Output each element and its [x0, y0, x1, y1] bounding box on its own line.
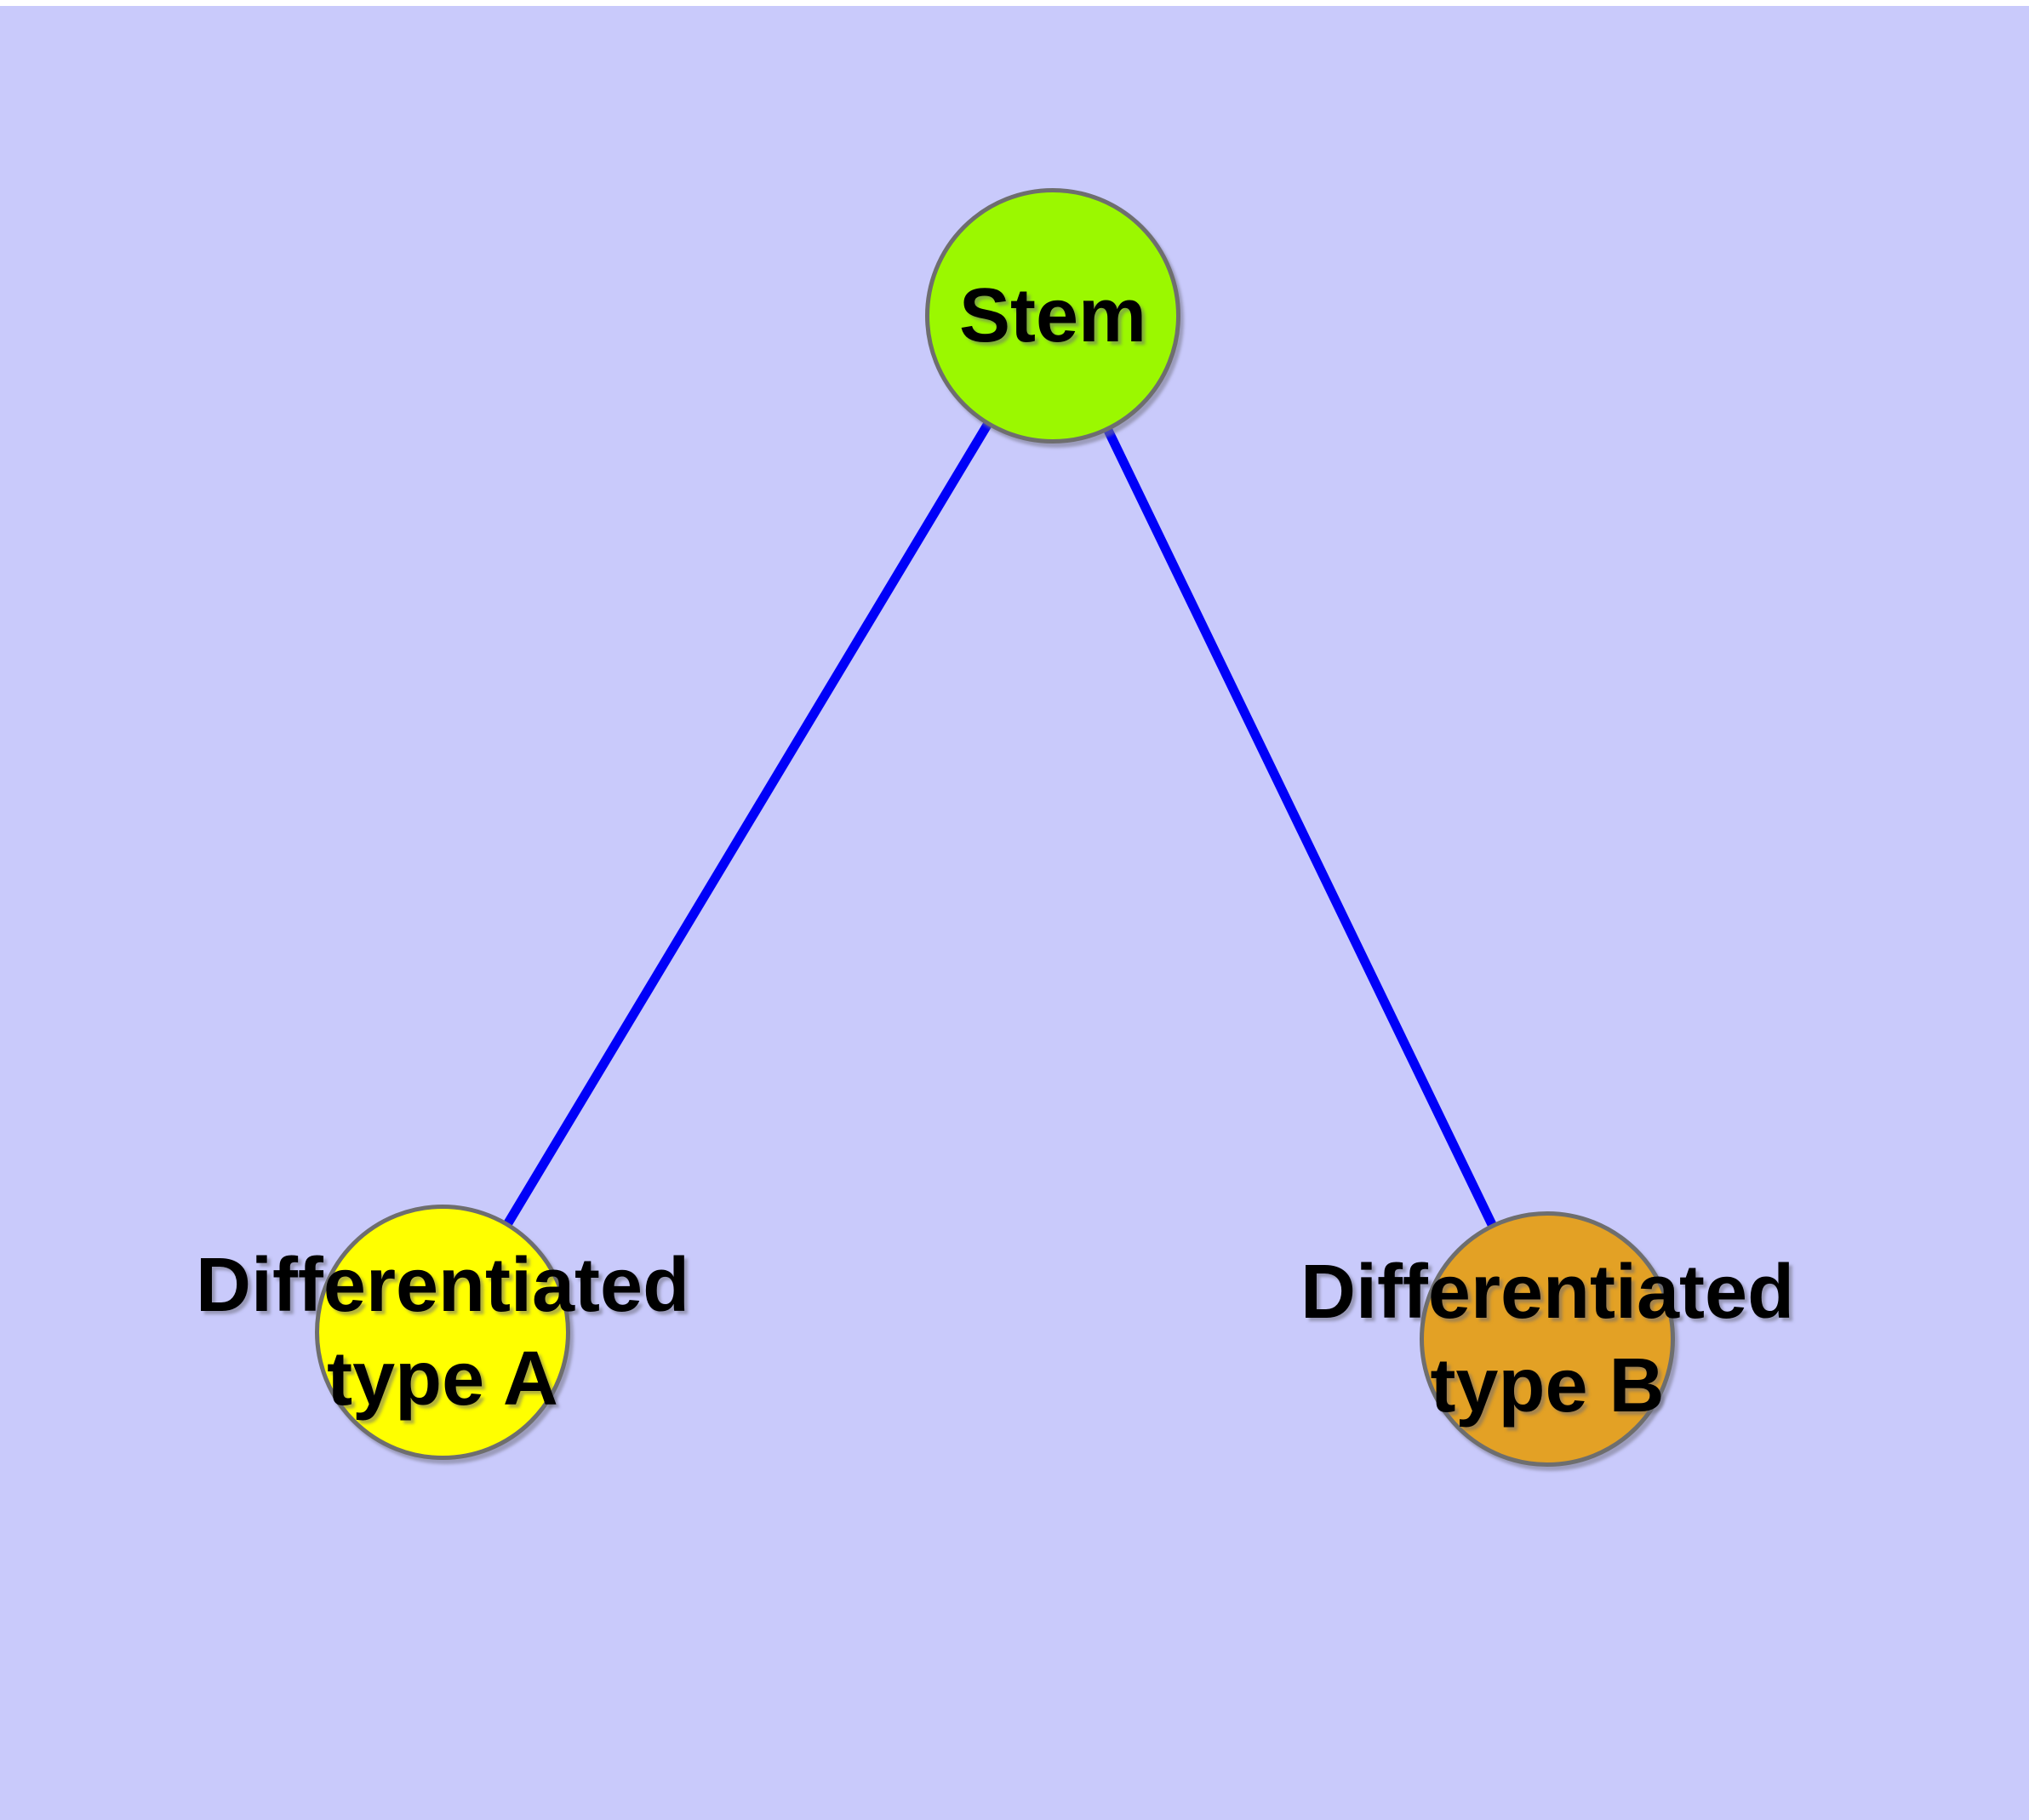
label-differentiated-type-a: Differentiated type A — [196, 1239, 689, 1426]
node-stem — [925, 188, 1180, 444]
label-differentiated-type-b: Differentiated type B — [1300, 1245, 1794, 1433]
edge-layer — [438, 313, 1552, 1342]
label-stem-line1: Stem — [958, 273, 1147, 358]
label-type-b-line1: Differentiated — [1300, 1250, 1795, 1335]
edge-stem-to-type-b — [1049, 313, 1552, 1342]
diagram-canvas: Stem Differentiated type A Differentiate… — [0, 6, 2029, 1820]
label-type-b-line2: type B — [1430, 1343, 1665, 1428]
node-differentiated-type-b — [1420, 1211, 1675, 1467]
label-stem: Stem — [959, 269, 1146, 363]
label-type-a-line2: type A — [327, 1336, 558, 1422]
label-type-a-line1: Differentiated — [195, 1243, 690, 1328]
edge-stem-to-type-a — [438, 313, 1057, 1335]
node-differentiated-type-a — [315, 1205, 570, 1460]
